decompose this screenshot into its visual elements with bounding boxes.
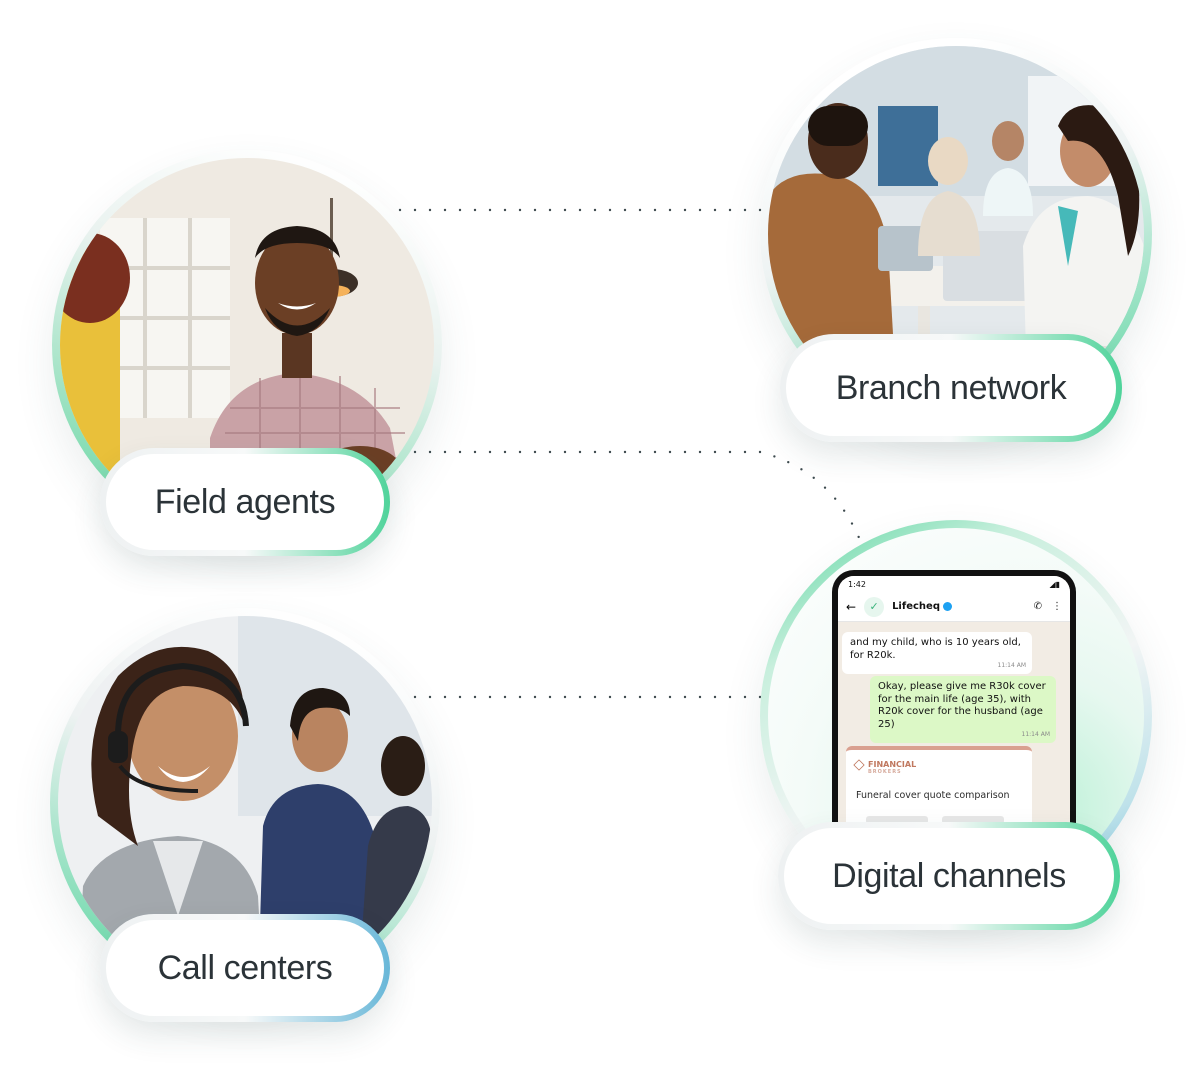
verified-badge-icon xyxy=(942,601,952,611)
connector-field-to-digital xyxy=(398,450,862,542)
call-centers-label-pill: Call centers xyxy=(100,914,390,1022)
message-outgoing: Okay, please give me R30k cover for the … xyxy=(870,676,1056,743)
status-time: 1:42 xyxy=(848,579,866,589)
digital-channels-photo: 1:42 ◢▮ ← ✓ Lifecheq ✆ ⋮ and my child, w… xyxy=(768,528,1144,904)
box-logo-icon xyxy=(853,759,865,771)
call-centers-label: Call centers xyxy=(106,920,384,1016)
phone-call-icon[interactable]: ✆ xyxy=(1033,601,1042,612)
branch-network-label-pill: Branch network xyxy=(780,334,1122,442)
lifecheq-logo-icon: ✓ xyxy=(864,596,885,617)
message-incoming: and my child, who is 10 years old, for R… xyxy=(842,632,1032,674)
message-text: and my child, who is 10 years old, for R… xyxy=(850,637,1021,661)
signal-icon: ◢▮ xyxy=(1049,579,1060,589)
message-time: 11:14 AM xyxy=(997,661,1026,669)
back-arrow-icon[interactable]: ← xyxy=(846,599,857,614)
message-text: Okay, please give me R30k cover for the … xyxy=(878,681,1046,730)
card-placeholder-bar xyxy=(866,816,928,824)
message-time: 11:14 AM xyxy=(1021,730,1050,738)
digital-channels-photo-ring: 1:42 ◢▮ ← ✓ Lifecheq ✆ ⋮ and my child, w… xyxy=(760,520,1152,912)
digital-channels-label: Digital channels xyxy=(784,828,1114,924)
contact-name: Lifecheq xyxy=(892,601,952,612)
phone-status-bar: 1:42 ◢▮ xyxy=(838,576,1070,592)
chat-header: ← ✓ Lifecheq ✆ ⋮ xyxy=(838,592,1070,622)
phone-mockup: 1:42 ◢▮ ← ✓ Lifecheq ✆ ⋮ and my child, w… xyxy=(832,570,1076,870)
field-agents-label-pill: Field agents xyxy=(100,448,390,556)
branch-network-label: Branch network xyxy=(786,340,1116,436)
field-agents-label: Field agents xyxy=(106,454,384,550)
more-menu-icon[interactable]: ⋮ xyxy=(1052,601,1062,612)
phone-screen: 1:42 ◢▮ ← ✓ Lifecheq ✆ ⋮ and my child, w… xyxy=(838,576,1070,870)
card-title: Funeral cover quote comparison xyxy=(856,790,1010,801)
digital-channels-label-pill: Digital channels xyxy=(778,822,1120,930)
card-brand-sub: BROKERS xyxy=(868,769,902,775)
card-placeholder-bar xyxy=(942,816,1004,824)
